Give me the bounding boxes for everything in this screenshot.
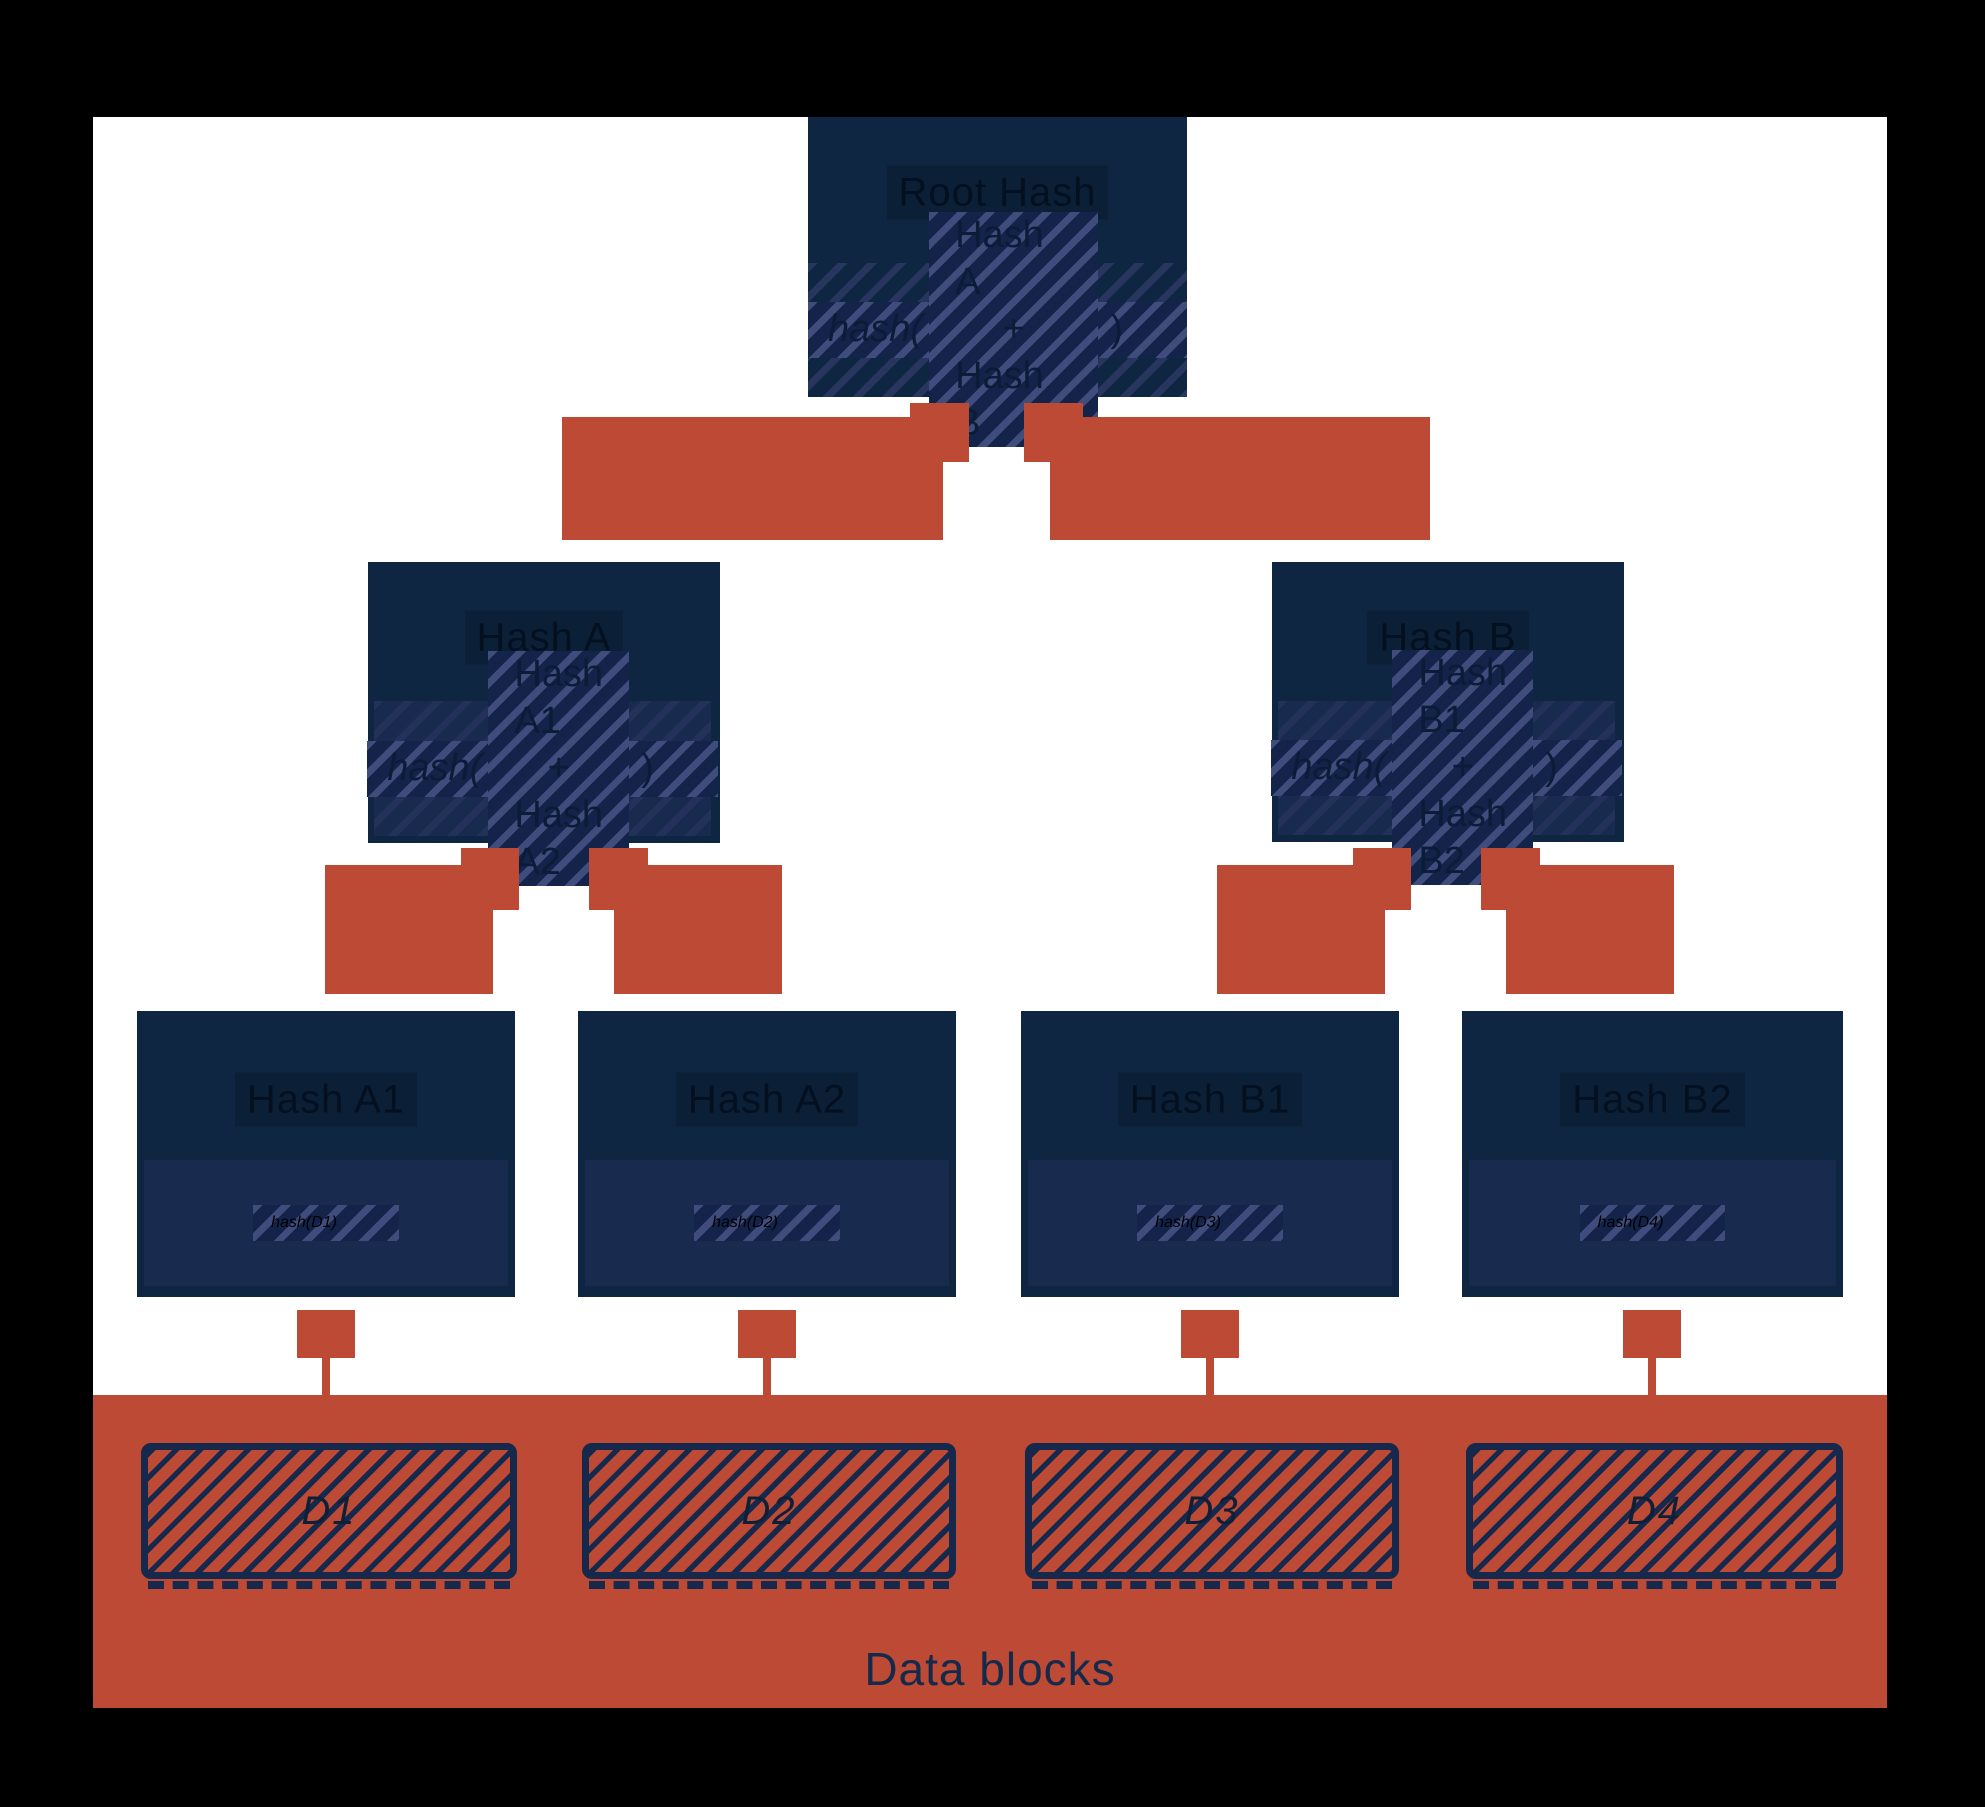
connector-hash-a1-stub	[461, 848, 519, 910]
data-block-d4-label: D4	[1626, 1488, 1683, 1533]
connector-hash-a2-bar	[614, 865, 782, 994]
formula-arg2: Hash B2	[1418, 793, 1508, 883]
formula-arguments: Hash B1 + Hash B2	[1392, 650, 1534, 886]
data-block-d3-label: D3	[1184, 1488, 1240, 1533]
data-block-d3: D3	[1025, 1443, 1399, 1589]
node-hash-b2: Hash B2 hash(D4)	[1462, 1011, 1843, 1297]
formula-close-paren: )	[1533, 739, 1622, 796]
hash-a-formula: hash( Hash A1 + Hash A2 )	[367, 651, 718, 887]
formula-arg1: Hash B1	[1418, 652, 1508, 742]
formula-plus: +	[1002, 308, 1025, 351]
node-hash-b1-title: Hash B1	[1021, 1072, 1399, 1127]
data-block-d4: D4	[1466, 1443, 1843, 1589]
connector-hash-b-to-root-bar	[1050, 417, 1430, 540]
node-root-hash: Root Hash hash( Hash A + Hash B )	[808, 117, 1187, 448]
data-block-d1: D1	[141, 1443, 517, 1589]
connector-hash-a-to-root-stub	[910, 403, 969, 462]
data-block-d2-label: D2	[741, 1488, 797, 1533]
formula-arguments: Hash A1 + Hash A2	[488, 651, 630, 887]
hash-b1-formula: hash(D3)	[1137, 1205, 1283, 1242]
hash-b1-formula-band: hash(D3)	[1028, 1160, 1392, 1286]
formula-close-paren: )	[629, 740, 718, 797]
hash-b2-formula: hash(D4)	[1579, 1205, 1726, 1242]
connector-d1-stem	[322, 1358, 330, 1395]
connector-hash-b1-stub	[1353, 848, 1411, 910]
connector-d4-square	[1623, 1310, 1681, 1358]
node-hash-b: Hash B hash( Hash B1 + Hash B2 )	[1271, 562, 1624, 886]
data-block-d1-label: D1	[301, 1488, 357, 1533]
root-formula: hash( Hash A + Hash B )	[808, 212, 1187, 448]
data-blocks-caption: Data blocks	[864, 1643, 1116, 1695]
hash-a1-formula: hash(D1)	[253, 1205, 399, 1242]
formula-hash-fn: hash(	[1271, 739, 1393, 796]
hash-a1-formula-band: hash(D1)	[144, 1160, 508, 1286]
connector-d3-square	[1181, 1310, 1239, 1358]
formula-arg2: Hash A2	[514, 794, 604, 884]
node-hash-b1: Hash B1 hash(D3)	[1021, 1011, 1399, 1297]
formula-plus: +	[547, 747, 570, 790]
hash-a-formula-band: hash( Hash A1 + Hash A2 )	[367, 651, 718, 887]
connector-d3-stem	[1206, 1358, 1214, 1395]
formula-plus: +	[1451, 746, 1474, 789]
hash-b-formula: hash( Hash B1 + Hash B2 )	[1271, 650, 1622, 886]
node-root-title: Root Hash	[808, 165, 1187, 220]
node-hash-a1: Hash A1 hash(D1)	[137, 1011, 515, 1297]
connector-d2-stem	[763, 1358, 771, 1395]
hash-a2-formula-band: hash(D2)	[585, 1160, 949, 1286]
data-block-d2: D2	[582, 1443, 956, 1589]
connector-d1-square	[297, 1310, 355, 1358]
formula-close-paren: )	[1098, 301, 1187, 358]
connector-d2-square	[738, 1310, 796, 1358]
node-hash-a2-title: Hash A2	[578, 1072, 956, 1127]
node-hash-a: Hash A hash( Hash A1 + Hash A2 )	[367, 562, 720, 887]
formula-arg1: Hash A	[955, 214, 1044, 304]
node-hash-a2: Hash A2 hash(D2)	[578, 1011, 956, 1297]
node-hash-a1-title: Hash A1	[137, 1072, 515, 1127]
connector-hash-b2-bar	[1506, 865, 1674, 994]
hash-b2-formula-band: hash(D4)	[1469, 1160, 1836, 1286]
node-hash-b2-title: Hash B2	[1462, 1072, 1843, 1127]
hash-a2-formula: hash(D2)	[694, 1205, 840, 1242]
formula-arg1: Hash A1	[514, 653, 604, 743]
connector-hash-a-to-root-bar	[562, 417, 943, 540]
hash-b-formula-band: hash( Hash B1 + Hash B2 )	[1271, 650, 1622, 886]
formula-hash-fn: hash(	[808, 301, 930, 358]
root-formula-band: hash( Hash A + Hash B )	[808, 212, 1187, 448]
formula-hash-fn: hash(	[367, 740, 489, 797]
connector-d4-stem	[1648, 1358, 1656, 1395]
